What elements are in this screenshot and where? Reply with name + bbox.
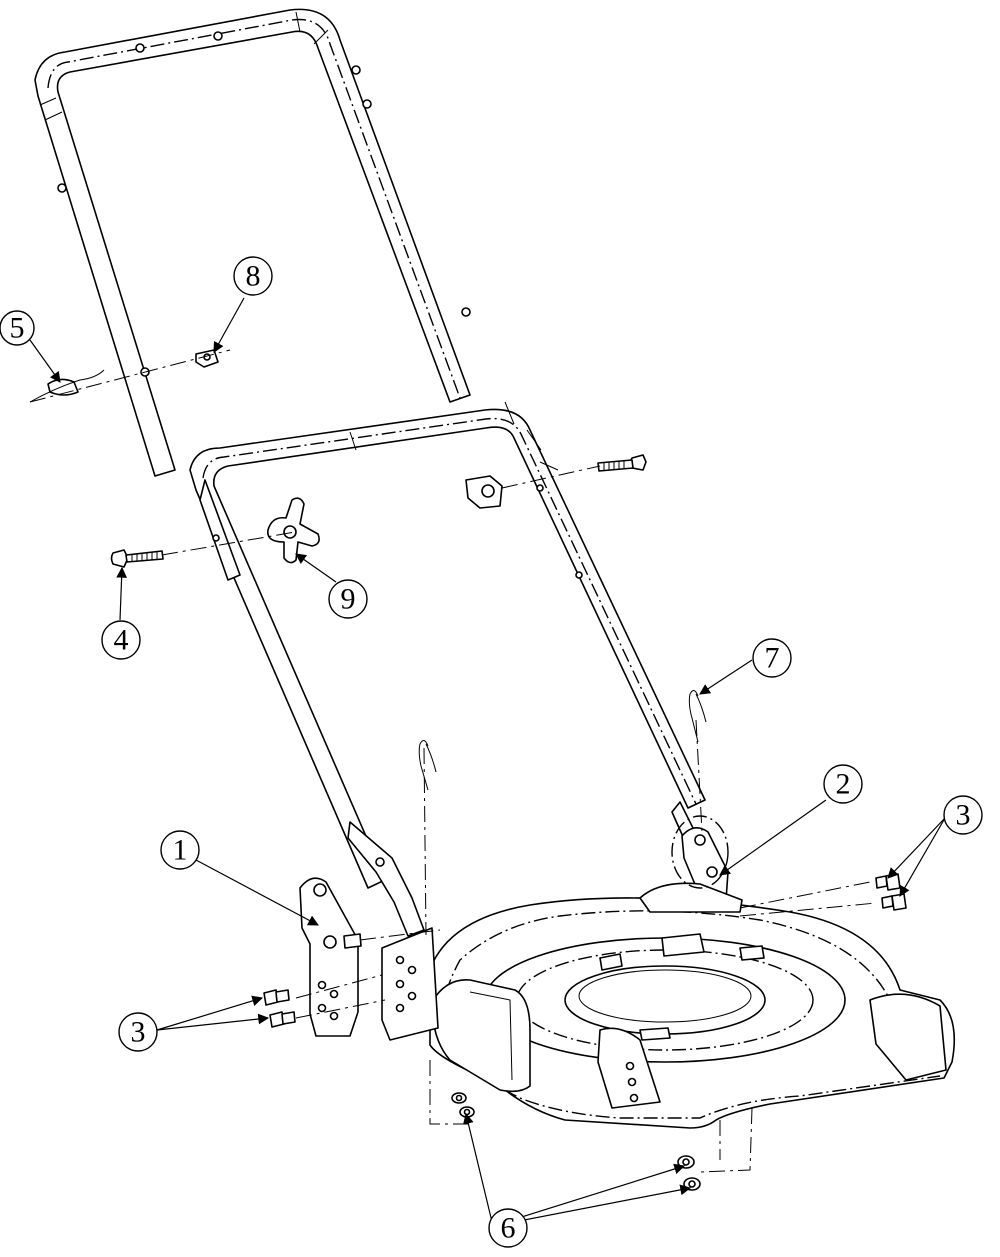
carriage-bolt-right <box>597 454 647 472</box>
lower-handle <box>189 401 717 937</box>
callout-5-label: 5 <box>10 312 25 345</box>
callout-4-label: 4 <box>114 624 129 657</box>
callout-8-label: 8 <box>246 260 261 293</box>
wing-knob-right <box>465 475 503 509</box>
callout-3-right-label: 3 <box>956 799 971 832</box>
callout-1-label: 1 <box>173 834 188 867</box>
callout-6: 6 <box>488 1208 528 1248</box>
callout-3-left: 3 <box>118 1012 158 1052</box>
callout-8: 8 <box>233 256 273 296</box>
callout-6-label: 6 <box>501 1212 516 1245</box>
hairpin-clip-right <box>688 690 707 743</box>
callout-3-left-label: 3 <box>131 1016 146 1049</box>
upper-handle <box>34 8 471 477</box>
carriage-bolt-left <box>110 549 164 568</box>
detail-circle <box>671 815 729 889</box>
handle-bracket-left <box>299 877 362 1037</box>
wing-knob-left <box>267 497 320 564</box>
callout-3-right: 3 <box>943 795 983 835</box>
callout-9-label: 9 <box>341 583 356 616</box>
callout-1: 1 <box>160 830 200 870</box>
callout-7: 7 <box>752 638 792 678</box>
bolts-left <box>263 989 296 1028</box>
callout-5: 5 <box>0 310 35 346</box>
callout-4: 4 <box>101 620 141 660</box>
callout-9: 9 <box>328 579 368 619</box>
bolts-right <box>875 873 907 911</box>
callout-2-label: 2 <box>836 768 851 801</box>
flange-nuts <box>451 1092 701 1191</box>
cable-clip <box>195 349 219 368</box>
assembly-centerlines <box>29 349 877 1173</box>
callout-2: 2 <box>823 764 863 804</box>
hairpin-clip-left <box>418 740 437 791</box>
callout-7-label: 7 <box>765 642 780 675</box>
mower-deck <box>381 882 956 1129</box>
